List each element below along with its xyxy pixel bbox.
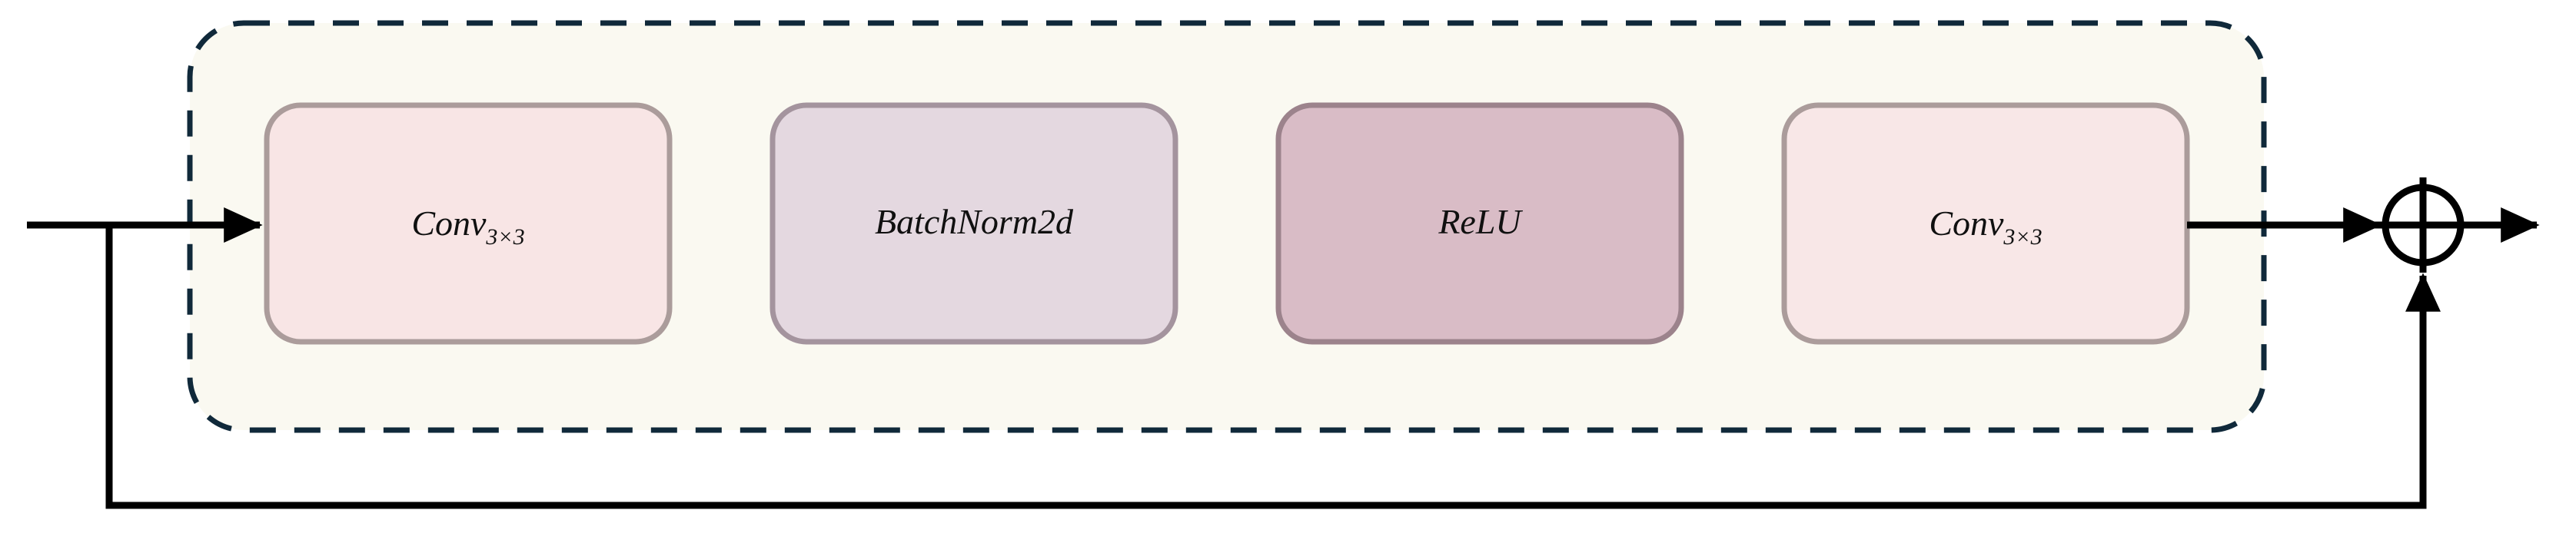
block-batchnorm-label: BatchNorm2d <box>875 202 1074 241</box>
block-relu[interactable] <box>1275 102 1684 345</box>
skip-connection-path <box>105 225 2441 509</box>
block-conv2-label-main: Conv <box>1929 204 2004 243</box>
block-conv1-label-sub: 3×3 <box>485 224 524 250</box>
block-conv1[interactable] <box>264 102 673 345</box>
block-batchnorm-label-main: BatchNorm2d <box>875 202 1074 241</box>
block-conv1-label-main: Conv <box>411 204 487 243</box>
block-conv2-label-sub: 3×3 <box>2003 224 2042 250</box>
block-conv1-label: Conv3×3 <box>411 204 524 250</box>
block-relu-label: ReLU <box>1438 202 1523 241</box>
block-conv2-label: Conv3×3 <box>1929 204 2042 250</box>
block-batchnorm[interactable] <box>769 102 1178 345</box>
block-relu-label-main: ReLU <box>1438 202 1523 241</box>
